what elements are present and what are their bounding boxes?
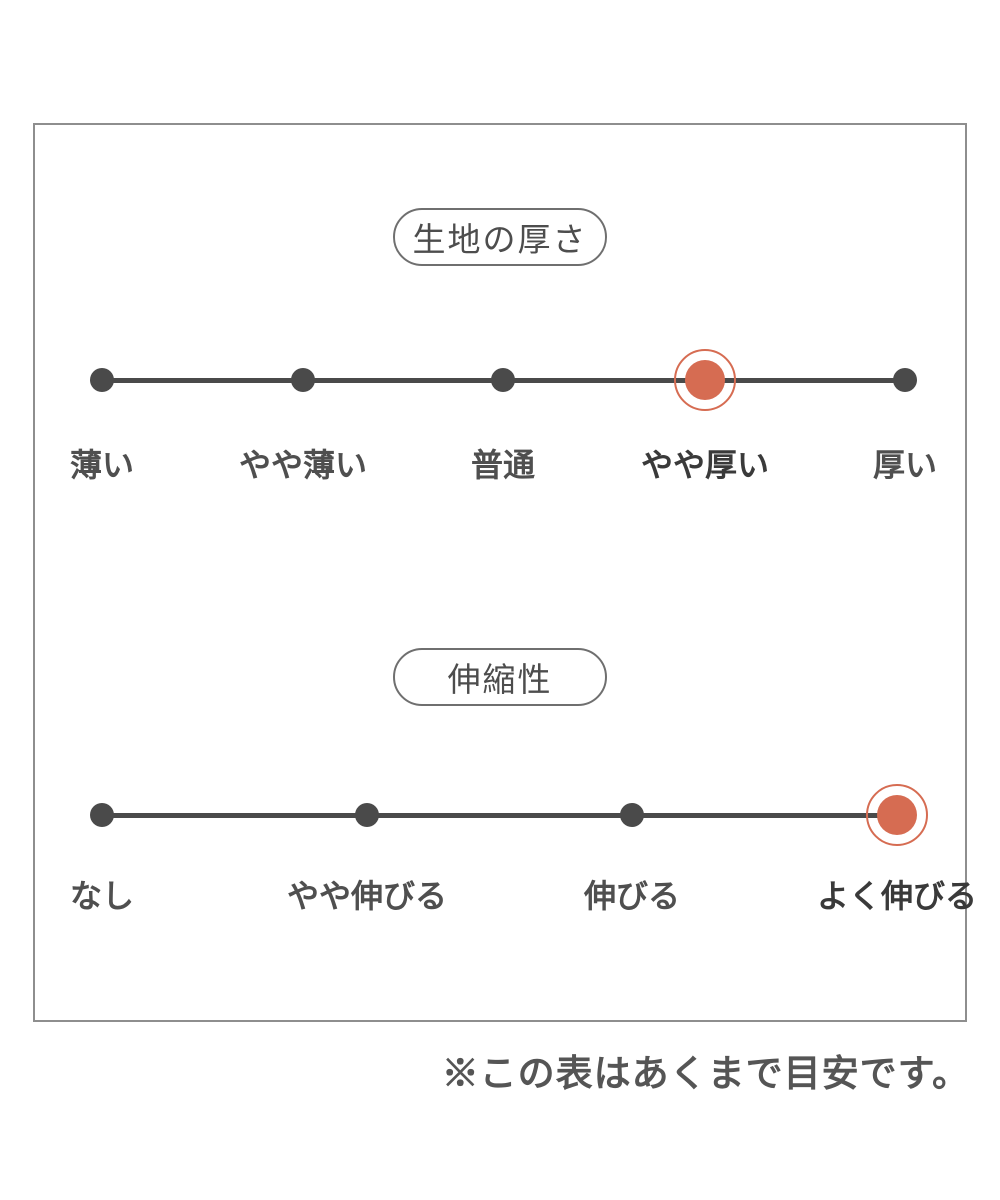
thickness-label-normal: 普通 xyxy=(470,447,536,483)
thickness-dot-thick xyxy=(893,368,917,392)
stretch-label-none: なし xyxy=(69,878,135,914)
stretch-title: 伸縮性 xyxy=(447,661,553,698)
stretch-dot-none xyxy=(90,803,114,827)
disclaimer-note: ※この表はあくまで目安です。 xyxy=(441,1053,970,1094)
thickness-dot-normal xyxy=(491,368,515,392)
thickness-title-pill: 生地の厚さ xyxy=(393,208,607,266)
stretch-dot-very-stretch xyxy=(877,795,917,835)
stretch-label-stretch: 伸びる xyxy=(583,878,681,914)
stretch-dot-slight-stretch xyxy=(355,803,379,827)
stretch-label-slight-stretch: やや伸びる xyxy=(286,878,448,914)
thickness-label-slightly-thin: やや薄い xyxy=(238,447,368,483)
thickness-label-slightly-thick: やや厚い xyxy=(640,447,770,483)
stretch-label-very-stretch: よく伸びる xyxy=(816,878,978,914)
thickness-dot-thin xyxy=(90,368,114,392)
stretch-dot-stretch xyxy=(620,803,644,827)
chart-frame: 生地の厚さ 薄い やや薄い 普通 やや厚い 厚い 伸縮性 xyxy=(33,123,977,1022)
thickness-dot-slightly-thin xyxy=(291,368,315,392)
thickness-label-thin: 薄い xyxy=(69,447,135,483)
stretch-title-pill: 伸縮性 xyxy=(393,648,607,706)
thickness-dot-slightly-thick xyxy=(685,360,725,400)
thickness-title: 生地の厚さ xyxy=(412,221,588,258)
thickness-label-thick: 厚い xyxy=(872,447,938,483)
stretch-scale-line xyxy=(102,813,897,818)
